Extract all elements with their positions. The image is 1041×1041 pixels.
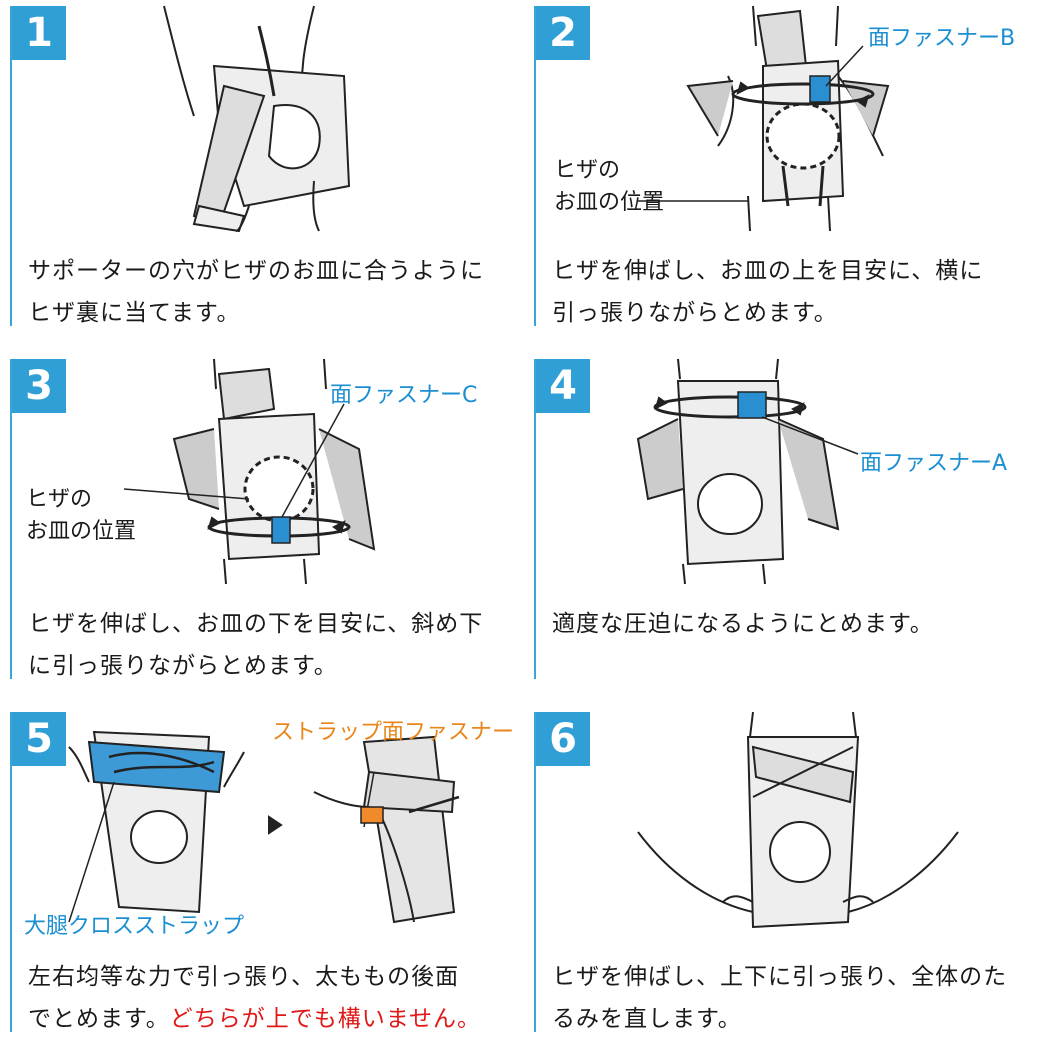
- step-5-caption: 左右均等な力で引っ張り、太ももの後面 でとめます。どちらが上でも構いません。: [28, 956, 481, 1040]
- step-number: 2: [536, 6, 590, 60]
- cross-strap-label: 大腿クロスストラップ: [24, 914, 245, 939]
- step-1-caption: サポーターの穴がヒザのお皿に合うように ヒザ裏に当てます。: [28, 250, 484, 334]
- step-number: 5: [12, 712, 66, 766]
- step-2-illustration: [638, 5, 890, 232]
- kneecap-label-line2: お皿の位置: [554, 190, 665, 215]
- caption-line: サポーターの穴がヒザのお皿に合うように: [28, 258, 484, 284]
- kneecap-label-line1: ヒザの: [26, 487, 93, 512]
- step-1-panel: 1 サポーターの穴がヒザのお皿に合うように ヒザ裏に当てます。: [10, 5, 515, 326]
- step-3-panel: 3 面ファスナーC ヒザの お皿の位置 ヒザを伸ばし、お皿の下を目安に、斜め下 …: [10, 358, 515, 679]
- caption-line: 適度な圧迫になるようにとめます。: [552, 611, 934, 637]
- fastener-a-label: 面ファスナーA: [860, 451, 1008, 476]
- caption-line: 引っ張りながらとめます。: [552, 300, 838, 326]
- step-1-illustration: [163, 5, 351, 233]
- caption-line: に引っ張りながらとめます。: [28, 653, 338, 679]
- step-6-panel: 6 ヒザを伸ばし、上下に引っ張り、全体のた るみを直します。: [534, 711, 1039, 1032]
- step-5-illustration: [68, 730, 460, 924]
- step-number: 4: [536, 359, 590, 413]
- step-3-illustration: [123, 358, 376, 585]
- step-4-illustration: [636, 358, 859, 585]
- caption-line: でとめます。どちらが上でも構いません。: [28, 998, 481, 1040]
- step-4-caption: 適度な圧迫になるようにとめます。: [552, 603, 934, 645]
- step-number: 6: [536, 712, 590, 766]
- step-2-panel: 2 面ファスナーB ヒザの お皿の位置 ヒザを伸ばし、お皿の上を目安に、横に 引…: [534, 5, 1039, 326]
- caption-line: ヒザ裏に当てます。: [28, 300, 241, 326]
- step-number: 3: [12, 359, 66, 413]
- caption-emphasis-text: どちらが上でも構いません。: [169, 1006, 482, 1032]
- step-2-caption: ヒザを伸ばし、お皿の上を目安に、横に 引っ張りながらとめます。: [552, 250, 983, 334]
- caption-line: ヒザを伸ばし、お皿の下を目安に、斜め下: [28, 611, 484, 637]
- strap-fastener-patch: [360, 806, 384, 824]
- fastener-c-label: 面ファスナーC: [330, 383, 478, 408]
- step-6-illustration: [637, 711, 959, 929]
- strap-fastener-label: ストラップ面ファスナー: [272, 720, 515, 745]
- fastener-c-patch: [271, 516, 291, 544]
- caption-normal-text: でとめます。: [28, 1006, 170, 1032]
- step-4-panel: 4 面ファスナーA 適度な圧迫になるようにとめます。: [534, 358, 1039, 679]
- fastener-b-patch: [809, 75, 831, 103]
- fastener-a-patch: [737, 391, 767, 419]
- step-6-caption: ヒザを伸ばし、上下に引っ張り、全体のた るみを直します。: [552, 956, 1007, 1040]
- kneecap-label-line2: お皿の位置: [26, 519, 137, 544]
- step-5-panel: 5 ストラップ面ファスナー 大腿クロスストラップ 左右均等な力で引っ張り、太もも…: [10, 712, 515, 1032]
- fastener-b-label: 面ファスナーB: [868, 26, 1016, 51]
- step-number: 1: [12, 6, 66, 60]
- kneecap-label-line1: ヒザの: [554, 158, 621, 183]
- caption-line: 左右均等な力で引っ張り、太ももの後面: [28, 964, 460, 990]
- caption-line: ヒザを伸ばし、お皿の上を目安に、横に: [552, 258, 984, 284]
- step-3-caption: ヒザを伸ばし、お皿の下を目安に、斜め下 に引っ張りながらとめます。: [28, 603, 483, 687]
- caption-line: ヒザを伸ばし、上下に引っ張り、全体のた: [552, 964, 1008, 990]
- caption-line: るみを直します。: [552, 1006, 742, 1032]
